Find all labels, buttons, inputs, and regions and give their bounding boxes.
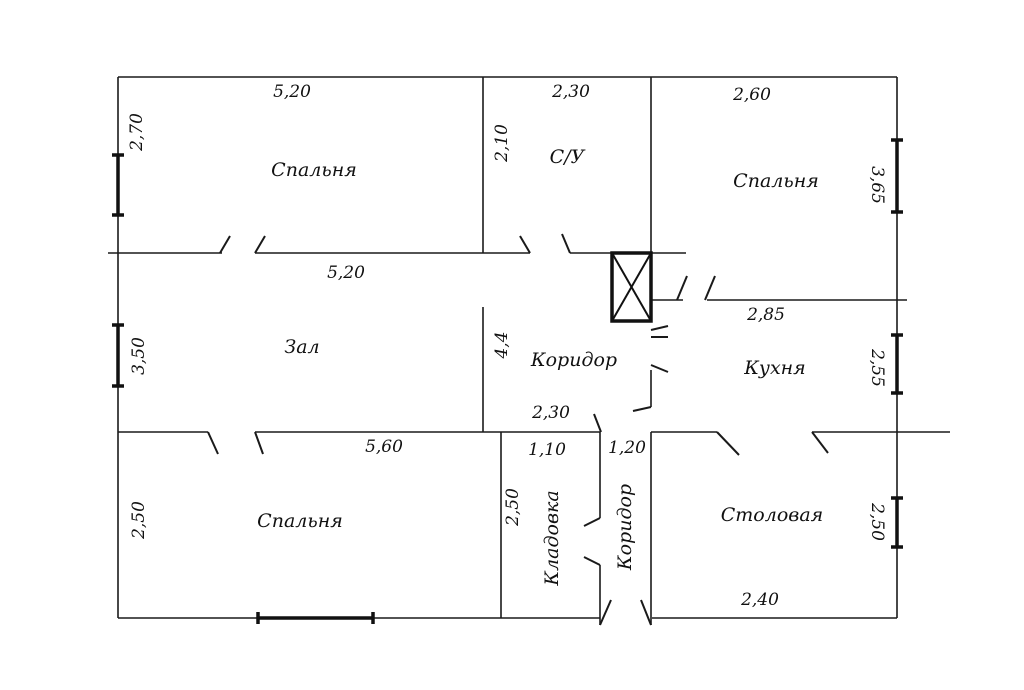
windows [112,138,903,624]
room-label-bedroom-bottom-left: Спальня [257,510,343,532]
room-labels: Спальня С/У Спальня Зал Коридор Кухня Сп… [257,146,823,587]
window-dining [891,496,903,549]
room-label-dining: Столовая [721,504,824,526]
room-label-hall: Зал [284,336,319,358]
window-kitchen [891,333,903,395]
doors [207,233,829,626]
dim-bathroom-height: 2,10 [492,124,512,163]
dim-storage-width: 1,10 [528,440,566,460]
room-label-bathroom: С/У [550,146,586,168]
dim-corridor-width: 2,30 [531,403,570,423]
dim-dining-width: 2,40 [740,590,779,610]
dim-hall-height: 3,50 [129,337,149,375]
room-label-corridor-small: Коридор [614,484,636,571]
dim-bathroom-width: 2,30 [551,82,590,102]
dim-corridor-height: 4,4 [492,331,512,359]
ventilation-shaft-icon [610,251,653,323]
walls [108,76,950,625]
room-label-kitchen: Кухня [743,357,806,379]
room-label-storage: Кладовка [541,490,563,586]
room-label-corridor-main: Коридор [530,349,617,371]
dim-corridor-small-width: 1,20 [608,438,646,458]
dim-bedroom-top-right-height: 3,65 [867,166,887,204]
dim-kitchen-height: 2,55 [867,348,887,387]
dim-bedroom-top-left-width: 5,20 [273,82,311,102]
room-label-bedroom-top-left: Спальня [271,159,357,181]
window-bedroom-bottom-left [256,612,375,624]
dim-bedroom-top-left-height: 2,70 [127,113,147,152]
window-hall [112,323,124,388]
dimension-labels: 5,20 2,70 2,30 2,10 2,60 3,65 5,20 3,50 … [127,82,887,610]
dim-kitchen-width: 2,85 [746,305,785,325]
dim-bedroom-bottom-left-height: 2,50 [129,501,149,540]
dim-hall-width: 5,20 [327,263,365,283]
dim-dining-height: 2,50 [867,502,887,541]
window-bedroom-top-right [891,138,903,214]
window-bedroom-top-left [112,153,124,217]
room-label-bedroom-top-right: Спальня [733,170,819,192]
dim-bedroom-top-right-width: 2,60 [732,85,771,105]
dim-bedroom-bottom-left-width: 5,60 [365,437,403,457]
dim-storage-height: 2,50 [503,488,523,527]
